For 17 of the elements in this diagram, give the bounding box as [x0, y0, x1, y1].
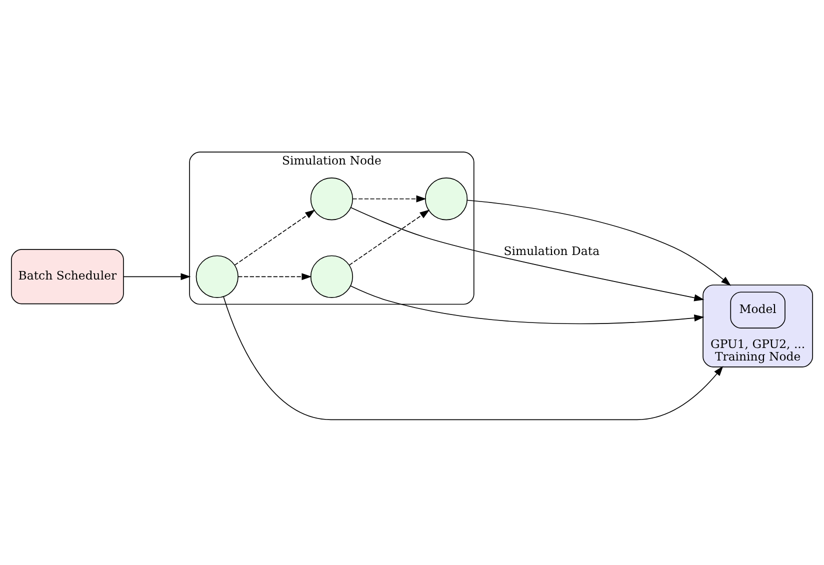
- node-circle: [310, 178, 354, 220]
- arrow: [238, 273, 312, 280]
- arrow: [467, 200, 732, 286]
- arrow: [123, 273, 191, 280]
- node-box: Batch Scheduler: [11, 249, 124, 304]
- arrow: [234, 210, 316, 266]
- arrow: [352, 195, 426, 202]
- node-circle: [424, 178, 468, 220]
- node-circle: [196, 255, 238, 298]
- arrow: [350, 207, 704, 302]
- arrow: [348, 210, 430, 266]
- arrow: [223, 296, 724, 420]
- node-circle: [310, 255, 354, 298]
- node-box: Model: [730, 292, 786, 328]
- cluster: Simulation Node: [189, 152, 474, 305]
- edge-label: Simulation Data: [504, 244, 600, 258]
- arrow: [350, 285, 704, 324]
